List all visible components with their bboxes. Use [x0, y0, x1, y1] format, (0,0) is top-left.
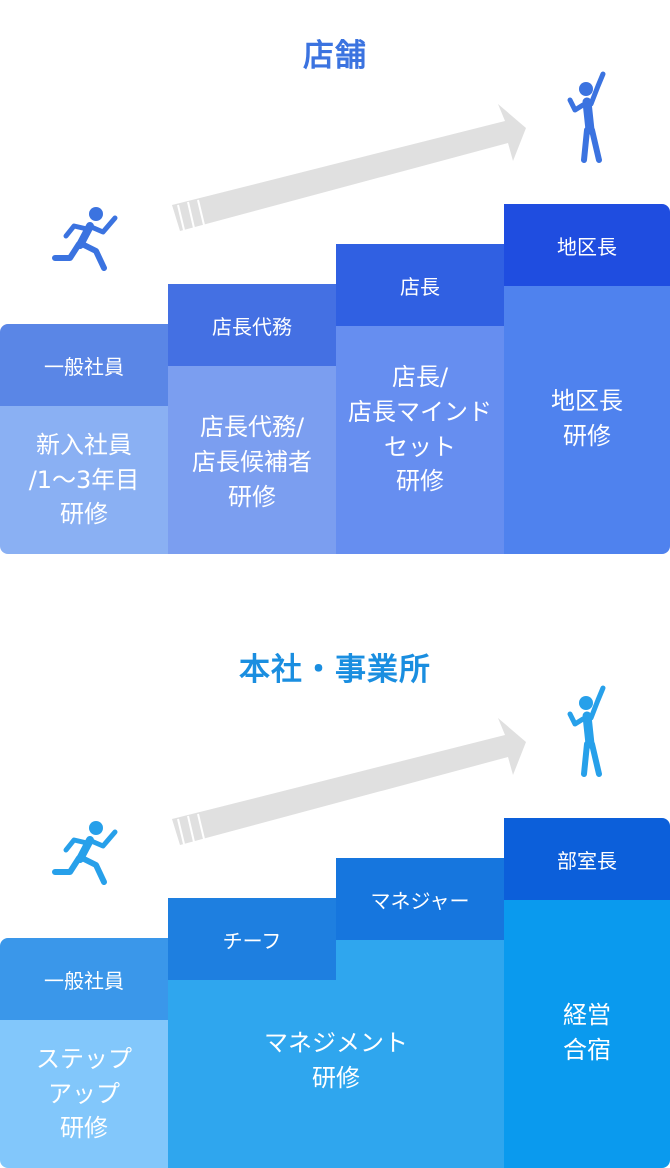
running-person-icon	[52, 207, 118, 271]
hq-step-1-level: 一般社員	[0, 938, 168, 1020]
progress-arrow-icon	[172, 718, 526, 845]
hq-step-3-level: マネジャー	[336, 858, 504, 940]
hq-step-4: 部室長 経営 合宿	[504, 818, 670, 1168]
store-step-3-level: 店長	[336, 244, 504, 326]
hq-step-1-training: ステップ アップ 研修	[0, 1020, 168, 1168]
store-section: 店舗 一般社員 新入社員 /1〜3年目 研修	[0, 0, 670, 560]
store-step-4-training: 地区長 研修	[504, 286, 670, 554]
hq-step-3: マネジャー	[336, 858, 504, 980]
hq-shared-body	[168, 980, 504, 1168]
hq-decoration	[52, 685, 606, 885]
hq-step-4-training: 経営 合宿	[504, 900, 670, 1168]
store-step-1-training: 新入社員 /1〜3年目 研修	[0, 406, 168, 554]
store-step-2-training: 店長代務/ 店長候補者 研修	[168, 366, 336, 554]
store-step-3: 店長 店長/ 店長マインド セット 研修	[336, 244, 504, 554]
hq-section-title: 本社・事業所	[239, 652, 431, 688]
hq-step-4-level: 部室長	[504, 818, 670, 900]
store-step-4: 地区長 地区長 研修	[504, 204, 670, 554]
store-section-title: 店舗	[303, 38, 367, 74]
store-step-2: 店長代務 店長代務/ 店長候補者 研修	[168, 284, 336, 554]
store-step-2-level: 店長代務	[168, 284, 336, 366]
hq-section: 本社・事業所 一般社員 ステップ アップ 研修	[0, 614, 670, 1168]
store-step-3-training: 店長/ 店長マインド セット 研修	[336, 326, 504, 554]
hq-step-2-level: チーフ	[168, 898, 336, 980]
store-step-1-level: 一般社員	[0, 324, 168, 406]
hq-step-2-3-training: マネジメント 研修	[264, 1029, 408, 1092]
store-step-4-level: 地区長	[504, 204, 670, 286]
hq-step-1: 一般社員 ステップ アップ 研修	[0, 938, 168, 1168]
hq-step-2: チーフ	[168, 898, 336, 980]
store-step-1: 一般社員 新入社員 /1〜3年目 研修	[0, 324, 168, 554]
progress-arrow-icon	[172, 104, 526, 231]
store-decoration	[52, 71, 606, 271]
hq-step-3-body	[336, 940, 504, 980]
cheering-person-icon	[567, 71, 606, 163]
cheering-person-icon	[567, 685, 606, 777]
running-person-icon	[52, 821, 118, 885]
